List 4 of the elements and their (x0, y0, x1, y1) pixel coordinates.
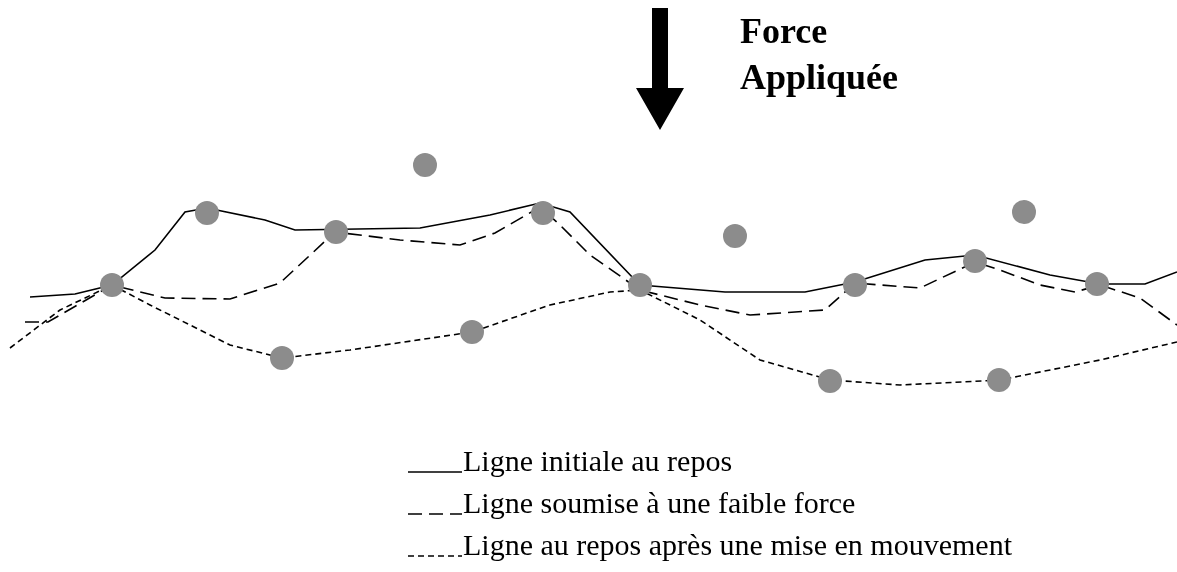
legend-text: Ligne soumise à une faible force (463, 485, 856, 521)
legend-text: Ligne au repos après une mise en mouvement (463, 527, 1012, 563)
legend-text: Ligne initiale au repos (463, 443, 733, 479)
force-label: Force Appliquée (740, 10, 900, 99)
